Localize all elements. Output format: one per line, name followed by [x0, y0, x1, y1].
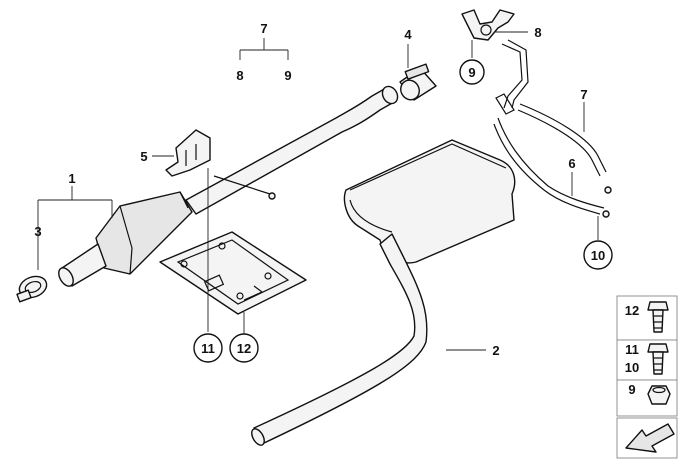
svg-text:10: 10	[591, 248, 605, 263]
rear-silencer[interactable]	[249, 139, 516, 447]
front-clamp[interactable]	[16, 273, 49, 303]
callout-7-top: 7	[260, 21, 267, 36]
bolt-12-icon	[647, 301, 669, 333]
circled-callout-12: 12	[229, 333, 259, 363]
svg-text:11: 11	[201, 341, 215, 356]
leader-lines	[37, 31, 599, 351]
front-hanger-bracket[interactable]	[165, 129, 211, 177]
nut-9-icon	[647, 385, 671, 405]
circled-callout-10: 10	[583, 240, 613, 270]
callout-7-right: 7	[580, 87, 587, 102]
svg-text:9: 9	[468, 65, 475, 80]
front-pipe-catalytic-converter[interactable]	[56, 84, 401, 289]
legend-11: 11	[625, 342, 639, 357]
legend-10: 10	[625, 360, 639, 375]
fastener-legend: 12 11 10 9	[616, 295, 678, 459]
bolt[interactable]	[213, 175, 276, 200]
circled-callout-11: 11	[193, 333, 223, 363]
legend-9: 9	[628, 382, 635, 397]
middle-clamp[interactable]	[397, 63, 437, 103]
callout-3: 3	[34, 224, 41, 239]
callout-4: 4	[404, 27, 412, 42]
callout-2: 2	[492, 343, 499, 358]
callout-8-right: 8	[534, 25, 541, 40]
svg-text:12: 12	[237, 341, 251, 356]
callout-6: 6	[568, 156, 575, 171]
arrow-icon	[625, 423, 675, 453]
callout-8-top: 8	[236, 68, 243, 83]
mounting-strap[interactable]	[493, 39, 612, 218]
legend-12: 12	[625, 303, 639, 318]
callout-9-top: 9	[284, 68, 291, 83]
underbody-heat-shield[interactable]	[159, 231, 307, 315]
bolt-11-icon	[647, 343, 669, 375]
callout-5: 5	[140, 149, 147, 164]
rear-hanger-bracket[interactable]	[461, 9, 515, 41]
callout-1: 1	[68, 171, 75, 186]
circled-callout-9: 9	[459, 59, 485, 85]
